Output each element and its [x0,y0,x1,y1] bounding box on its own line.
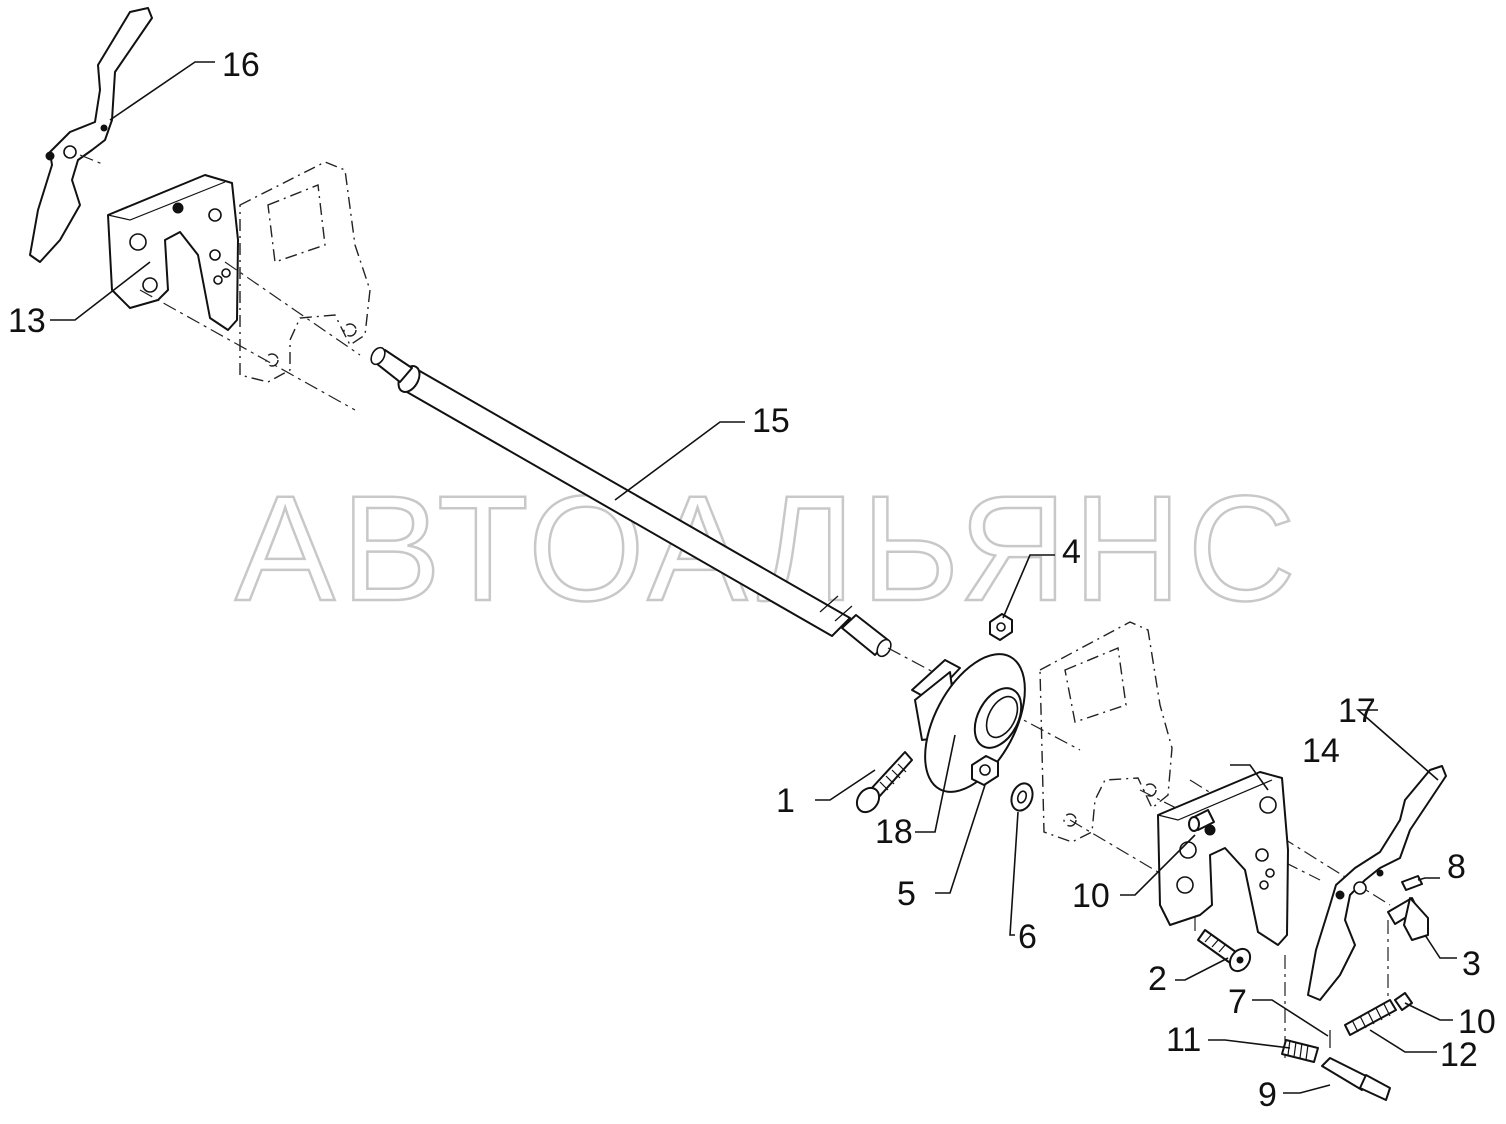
callout-9: 9 [1258,1076,1277,1114]
callout-5: 5 [897,875,916,913]
callout-10-upper: 10 [1072,877,1110,915]
pin-10-upper [1188,809,1215,832]
shaft-15 [370,346,892,658]
callout-1: 1 [776,782,795,820]
left-frame-ghost [239,161,371,383]
callout-16: 16 [222,46,260,84]
callout-7: 7 [1228,983,1247,1021]
nut-4 [989,613,1013,641]
callout-labels: 16 13 15 4 1 18 5 6 10 14 17 8 3 2 7 10 … [8,46,1496,1114]
left-plate-13 [107,174,239,331]
pin-8 [1401,875,1423,891]
pin-10-lower [1394,992,1413,1011]
callout-2: 2 [1148,960,1167,998]
callout-3: 3 [1462,945,1481,983]
handle-9 [1321,1057,1391,1101]
callout-4: 4 [1062,533,1081,571]
washer-6 [1010,782,1034,812]
left-lever-16 [29,7,153,263]
right-frame-ghost [1039,621,1173,843]
bolt-1 [855,751,913,814]
spring-11 [1281,1039,1319,1063]
callout-17: 17 [1338,692,1376,730]
bolt-3 [1387,897,1429,941]
callout-6: 6 [1018,918,1037,956]
callout-14: 14 [1302,732,1340,770]
callout-10-lower: 10 [1458,1003,1496,1041]
callout-11: 11 [1166,1021,1201,1059]
nut-5 [971,755,999,786]
callout-8: 8 [1447,848,1466,886]
screw-2 [1197,929,1252,973]
spring-12 [1344,999,1397,1036]
callout-18: 18 [875,813,913,851]
callout-13: 13 [8,302,46,340]
right-lever-17 [1307,765,1447,1001]
leader-lines [50,61,1457,1094]
watermark-text: АВТОАЛЬЯНС [235,464,1302,632]
callout-15: 15 [752,402,790,440]
callout-12: 12 [1440,1036,1478,1074]
right-plate-14 [1157,771,1289,946]
